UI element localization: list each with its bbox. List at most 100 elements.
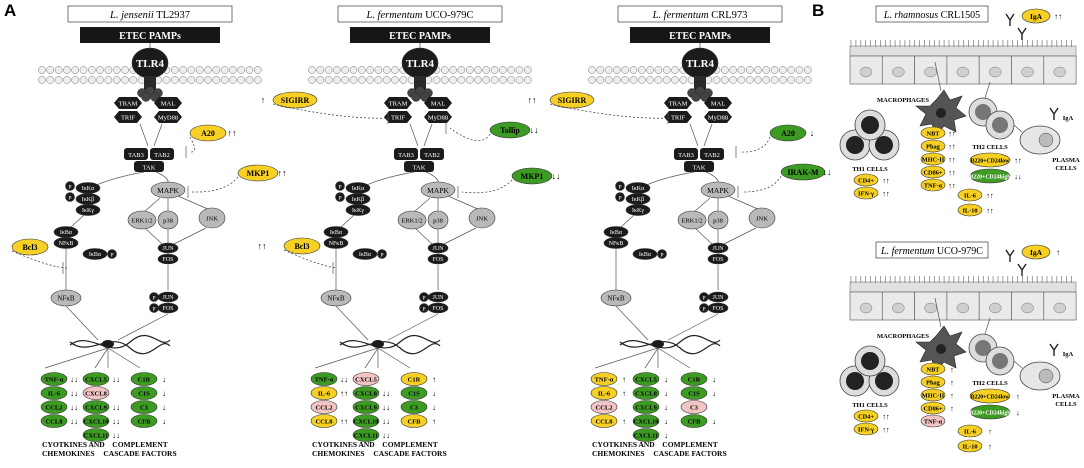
tab3-node: [674, 148, 698, 160]
lipid-head: [779, 66, 787, 74]
gene-tnf-α: [590, 372, 618, 386]
regulator-arrow: ↑↑: [258, 241, 267, 251]
nfkb-label: NFκB: [59, 241, 74, 247]
lipid-head: [515, 66, 524, 74]
phospho-p-label: P: [68, 195, 71, 201]
phospho-p: [657, 249, 667, 259]
gene-arrow: ↓: [664, 375, 668, 384]
adaptor-arrow: [423, 123, 433, 147]
lipid-head: [762, 76, 771, 84]
marker-arrow: ↑: [950, 391, 954, 400]
gene-cxcl5: [352, 372, 380, 386]
cytokines-title: CYOTKINES AND: [42, 440, 105, 449]
phospho-p: [149, 292, 159, 302]
marker-label: NBT: [927, 366, 941, 373]
phospho-p: [615, 181, 625, 191]
adaptor-label: MyD88: [708, 115, 728, 122]
jun-nuclear-label: JUN: [432, 295, 444, 301]
macrophages-label: MACROPHAGES: [877, 333, 929, 340]
marker-cd4+: [853, 409, 879, 423]
lipid-head: [54, 66, 63, 74]
complement-title: CASCADE FACTORS: [653, 449, 726, 458]
lipid-head: [253, 66, 262, 74]
plasma-nucleus: [1038, 132, 1054, 148]
lipid-head: [129, 76, 138, 84]
gene-label: CXCL11: [84, 432, 109, 439]
lipid-head: [324, 76, 333, 84]
lipid-head: [316, 76, 325, 84]
erk-to-jun: [145, 228, 163, 245]
lipid-head: [87, 66, 96, 74]
lipid-head: [96, 66, 104, 74]
adaptor-trif: [384, 111, 412, 123]
lipid-head: [366, 76, 374, 84]
lipid-head: [507, 76, 516, 84]
regulator-label: Bcl3: [294, 242, 309, 251]
phospho-p: [65, 181, 75, 191]
gene-label: CXCL5: [355, 376, 377, 383]
lipid-head: [770, 66, 779, 74]
th1-label: TH1 CELLS: [852, 402, 888, 409]
tab2-node: [700, 148, 724, 160]
phospho-p-label: P: [618, 184, 621, 190]
lipid-head: [604, 76, 613, 84]
gene-arrow: ↓: [162, 375, 166, 384]
strain-title-species: L. fermentum: [652, 10, 709, 21]
mapk-label: MAPK: [427, 186, 449, 195]
strain-title: L. fermentum UCO-979C: [880, 246, 983, 257]
tak-node: [404, 161, 434, 172]
marker-arrow: ↑↑: [882, 189, 890, 198]
cell-membrane: [38, 66, 262, 84]
phospho-p: [377, 249, 387, 259]
lipid-head: [490, 66, 499, 74]
gene-cxcl11: [352, 428, 380, 442]
lipid-head: [474, 66, 482, 74]
regulator-bcl3: [11, 238, 49, 256]
marker-label: CD86+: [924, 169, 943, 176]
ikk-label: IκKγ: [632, 208, 644, 214]
lipid-head: [637, 76, 646, 84]
erk-node: [127, 210, 157, 230]
lipid-head: [754, 66, 762, 74]
mapk-label: MAPK: [707, 186, 729, 195]
adaptor-label: TRAM: [119, 101, 138, 108]
ikk-arrow: [69, 214, 85, 229]
cytokines-title: CYOTKINES AND: [312, 440, 375, 449]
lipid-head: [499, 76, 507, 84]
lipid-head: [71, 66, 80, 74]
lipid-head: [770, 76, 779, 84]
marker-arrow: ↑↑: [948, 181, 956, 190]
adaptor-myd88: [704, 111, 732, 123]
adaptor-label: TRAM: [389, 101, 408, 108]
ikba-free-node: [82, 248, 108, 260]
gene-fan-line: [107, 347, 141, 369]
gene-c1r: [680, 372, 708, 386]
lipid-head: [720, 76, 729, 84]
iga-top-label: IgA: [1030, 12, 1043, 21]
tab3-node: [124, 148, 148, 160]
lipid-head: [654, 76, 663, 84]
lipid-head: [112, 76, 121, 84]
erk-to-jun: [695, 228, 713, 245]
regulator-arrow: ↑↑: [278, 168, 287, 178]
mapk-jnk: [727, 195, 761, 211]
regulator-label: IRAK-M: [787, 168, 819, 177]
marker-arrow: ↑: [950, 365, 954, 374]
lipid-head: [179, 66, 187, 74]
tab2-node: [150, 148, 174, 160]
fos-label: FOS: [162, 257, 173, 263]
jun-node: [157, 242, 179, 254]
erk-label: ERK1/2: [131, 218, 152, 225]
macrophages-label: MACROPHAGES: [877, 97, 929, 104]
gene-cxcl8: [82, 386, 110, 400]
adaptor-label: MAL: [431, 101, 445, 108]
pamps-bar: [630, 27, 770, 43]
ikba-free-node: [352, 248, 378, 260]
lipid-head: [245, 76, 254, 84]
jnk-node: [748, 207, 776, 229]
ikba-label: IκBα: [610, 230, 623, 236]
complement-title: COMPLEMENT: [112, 440, 167, 449]
gene-label: CXCL10: [84, 418, 109, 425]
strain-title-code: TL2937: [154, 10, 190, 21]
